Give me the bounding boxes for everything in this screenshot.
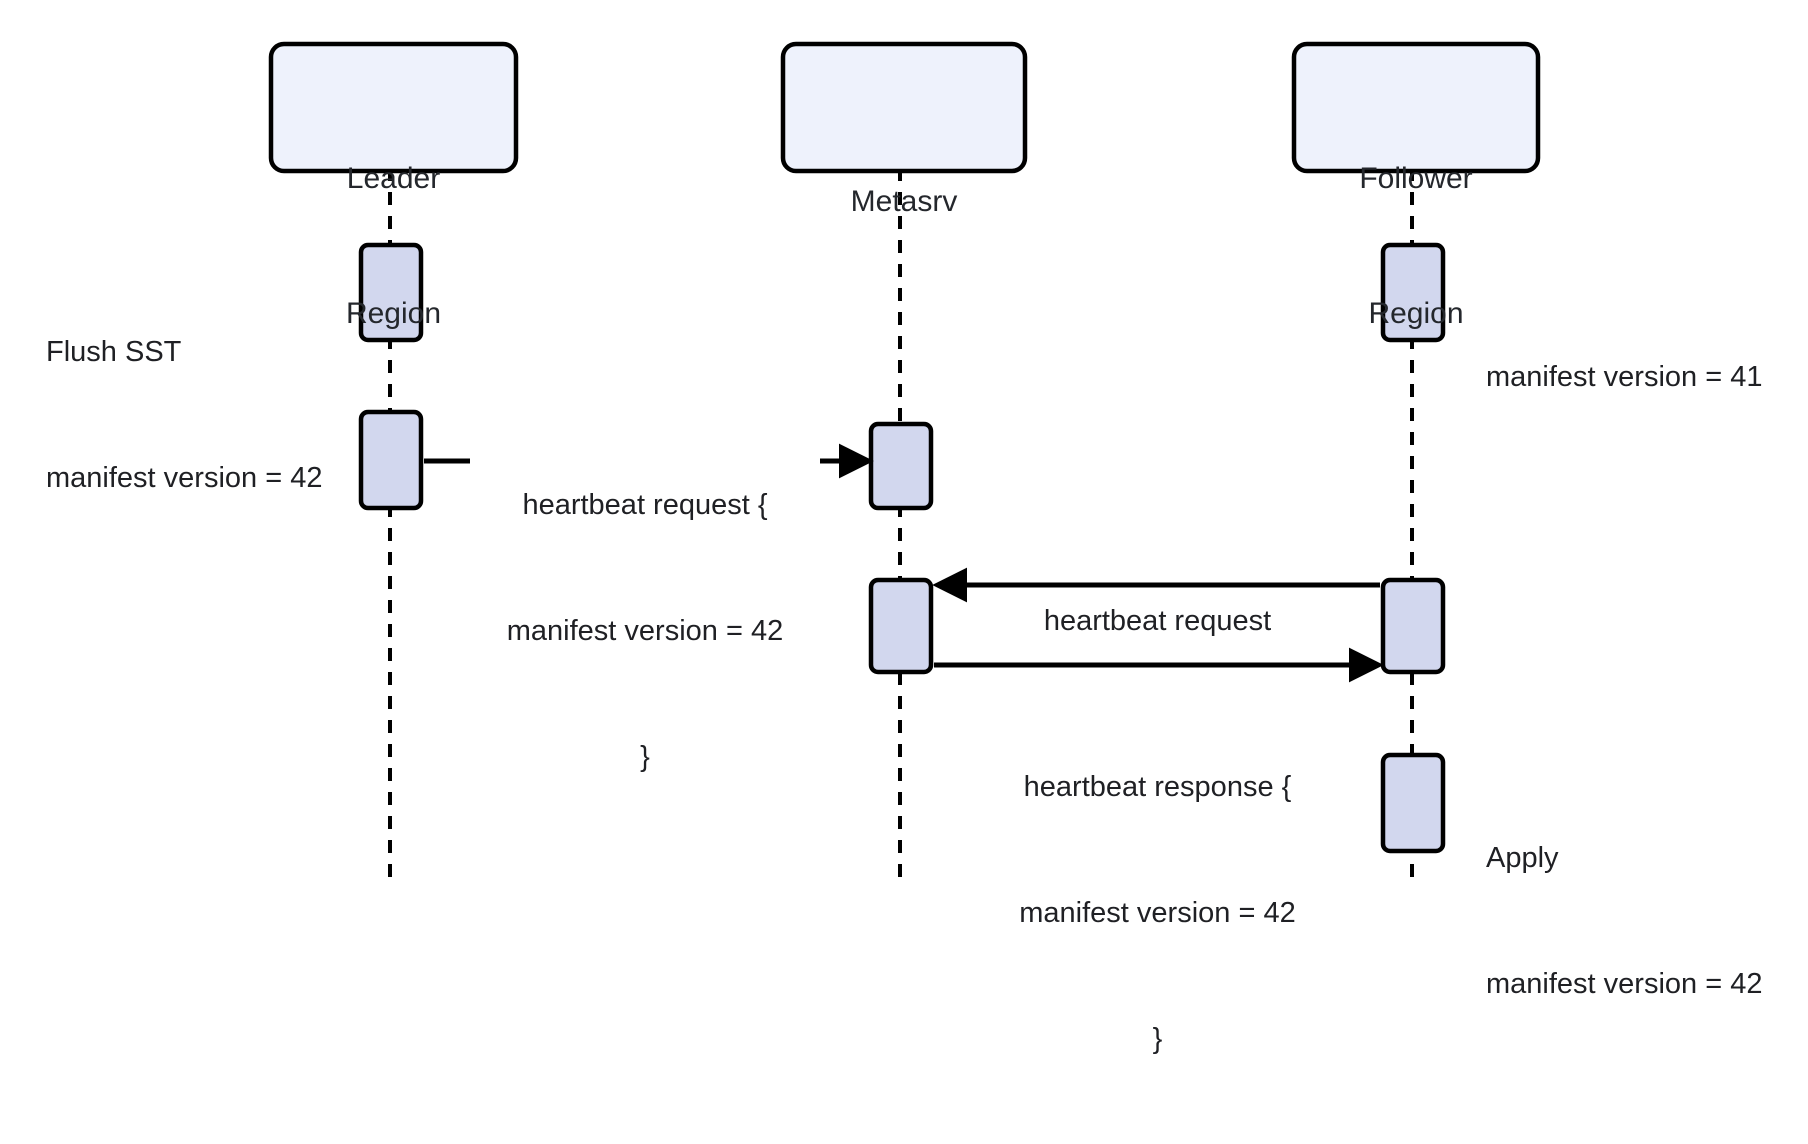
note-flush-sst: Flush SST manifest version = 42 [46, 247, 322, 583]
actor-box-metasrv[interactable] [780, 41, 1028, 174]
actor-label-metasrv: Metasrv [783, 89, 1025, 314]
message-label-heartbeat-response-line2: manifest version = 42 [1019, 897, 1296, 929]
note-apply-line1: Apply [1486, 842, 1559, 874]
actor-label-follower: Follower Region [1294, 66, 1538, 426]
message-label-follower-heartbeat: heartbeat request [960, 516, 1355, 726]
message-label-heartbeat-response: heartbeat response { manifest version = … [960, 682, 1355, 1144]
activation-leader-heartbeat [358, 409, 424, 511]
actor-label-follower-line2: Region [1368, 297, 1464, 330]
actor-label-leader: Leader Region [271, 66, 516, 426]
activation-bars [358, 242, 1446, 854]
actor-label-leader-line1: Leader [346, 162, 441, 195]
message-label-leader-heartbeat: heartbeat request { manifest version = 4… [470, 400, 820, 862]
note-follower-version-line1: manifest version = 41 [1486, 361, 1763, 393]
sequence-diagram-canvas: Leader Region Metasrv Follower Region Fl… [46, 41, 1762, 1055]
actor-label-leader-line2: Region [345, 297, 442, 330]
activation-metasrv-respond [868, 577, 934, 675]
actor-box-leader[interactable] [268, 41, 519, 174]
message-label-follower-heartbeat-line1: heartbeat request [1043, 605, 1272, 637]
note-apply-line2: manifest version = 42 [1486, 968, 1763, 1000]
diagram-vector-layer [268, 41, 1541, 880]
activation-follower-initial [1380, 242, 1446, 343]
activation-leader-flush [358, 242, 424, 343]
note-apply: Apply manifest version = 42 [1486, 753, 1762, 1089]
message-label-heartbeat-response-line3: } [1152, 1023, 1163, 1055]
message-label-leader-heartbeat-line3: } [640, 741, 650, 773]
actor-boxes [268, 41, 1541, 174]
message-label-heartbeat-response-line1: heartbeat response { [1023, 771, 1292, 803]
message-label-leader-heartbeat-line1: heartbeat request { [522, 489, 768, 521]
actor-label-follower-line1: Follower [1359, 162, 1473, 195]
activation-follower-heartbeat [1380, 577, 1446, 675]
note-follower-version: manifest version = 41 [1486, 272, 1762, 482]
note-flush-sst-line2: manifest version = 42 [46, 462, 323, 494]
message-label-leader-heartbeat-line2: manifest version = 42 [506, 615, 784, 647]
activation-follower-apply [1380, 752, 1446, 854]
actor-label-metasrv-line1: Metasrv [850, 185, 958, 218]
actor-box-follower[interactable] [1291, 41, 1541, 174]
activation-metasrv-receive [868, 421, 934, 511]
note-flush-sst-line1: Flush SST [46, 336, 182, 368]
